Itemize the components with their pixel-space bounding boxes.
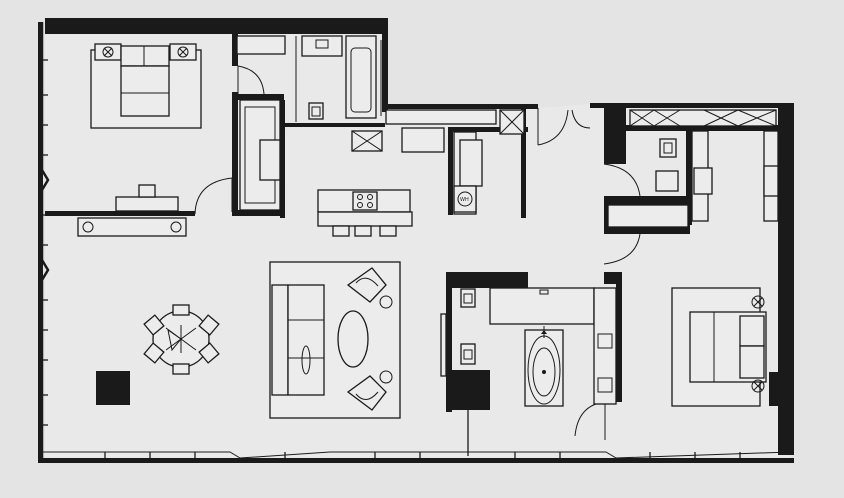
armchairs: [346, 267, 393, 411]
master-bed: [90, 43, 202, 129]
column-center: [448, 370, 490, 410]
guest-bath: [607, 109, 779, 228]
coffee-table: [337, 310, 369, 368]
master-bath: [288, 35, 382, 126]
media-console: [77, 217, 187, 237]
master-dresser: [115, 184, 179, 212]
exterior-walls: [38, 18, 794, 463]
laundry: WH: [453, 109, 525, 215]
sofa: [271, 284, 325, 396]
washer-label: WH: [460, 197, 469, 203]
walk-in-closet: [236, 35, 286, 211]
column-left: [96, 371, 130, 405]
kitchen: [317, 109, 497, 237]
guest-bed: [671, 287, 781, 407]
dining-table: [143, 304, 220, 375]
second-bath: [460, 287, 617, 407]
